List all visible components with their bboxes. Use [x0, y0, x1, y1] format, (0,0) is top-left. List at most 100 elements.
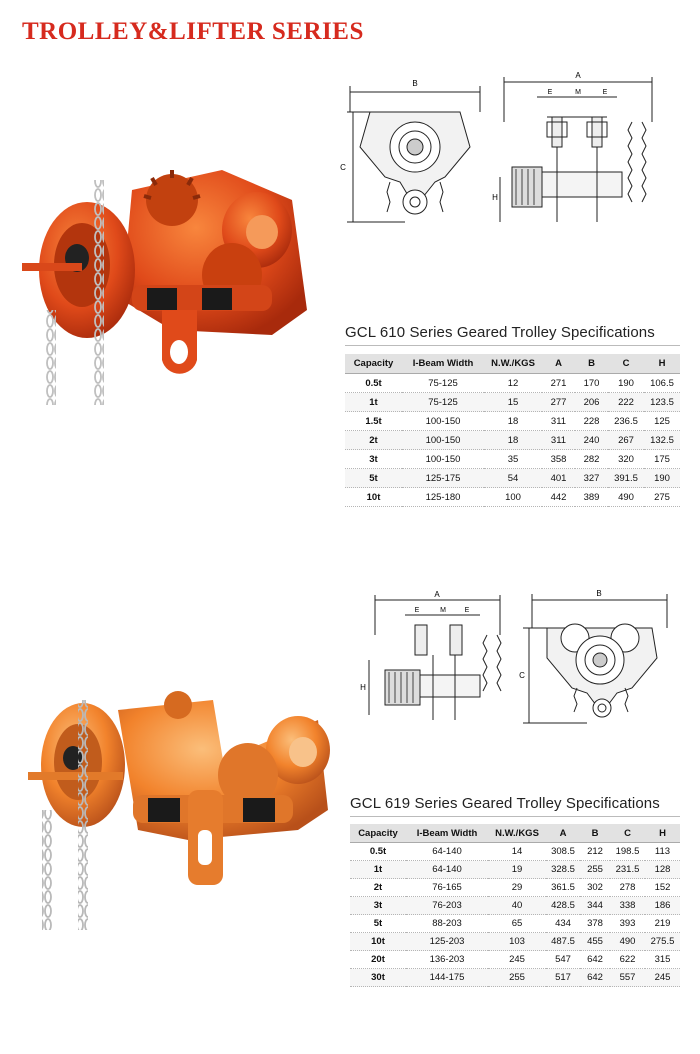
- column-header: B: [575, 354, 608, 374]
- gcl619-dim-b: B: [596, 589, 601, 598]
- table-cell: 100: [484, 487, 542, 507]
- table-cell: 0.5t: [345, 373, 402, 393]
- table-cell: 378: [580, 914, 610, 933]
- table-cell: 219: [645, 914, 680, 933]
- table-cell: 358: [542, 449, 575, 469]
- column-header: Capacity: [350, 824, 406, 843]
- table-cell: 10t: [345, 487, 402, 507]
- table-cell: 125-203: [406, 932, 488, 951]
- table-cell: 106.5: [644, 373, 680, 393]
- table-cell: 170: [575, 373, 608, 393]
- gcl610-dim-c: C: [340, 163, 346, 172]
- table-cell: 236.5: [608, 411, 644, 431]
- gcl610-dim-a: A: [575, 72, 581, 80]
- table-cell: 5t: [350, 914, 406, 933]
- table-cell: 75-125: [402, 373, 484, 393]
- table-cell: 393: [610, 914, 645, 933]
- table-cell: 557: [610, 968, 645, 987]
- table-cell: 125: [644, 411, 680, 431]
- table-cell: 113: [645, 842, 680, 861]
- column-header: H: [644, 354, 680, 374]
- table-cell: 186: [645, 896, 680, 915]
- table-cell: 125-180: [402, 487, 484, 507]
- gcl610-dim-e1: E: [548, 89, 553, 96]
- table-cell: 206: [575, 392, 608, 412]
- table-cell: 428.5: [546, 896, 580, 915]
- table-cell: 2t: [350, 878, 406, 897]
- table-cell: 152: [645, 878, 680, 897]
- table-cell: 3t: [345, 449, 402, 469]
- gcl610-title-rule: [345, 345, 680, 346]
- column-header: H: [645, 824, 680, 843]
- table-cell: 311: [542, 411, 575, 431]
- table-cell: 320: [608, 449, 644, 469]
- table-cell: 282: [575, 449, 608, 469]
- table-cell: 212: [580, 842, 610, 861]
- gcl619-dim-e2: E: [465, 607, 470, 614]
- column-header: B: [580, 824, 610, 843]
- table-cell: 311: [542, 430, 575, 450]
- gcl619-dim-a: A: [434, 590, 440, 599]
- table-cell: 1.5t: [345, 411, 402, 431]
- gcl619-title-rule: [350, 816, 680, 817]
- page-title: TROLLEY&LIFTER SERIES: [22, 18, 364, 45]
- table-cell: 302: [580, 878, 610, 897]
- table-cell: 15: [484, 392, 542, 412]
- table-cell: 132.5: [644, 430, 680, 450]
- gcl619-product-photo: [28, 691, 330, 930]
- gcl619-side-drawing: A E M E H: [360, 590, 502, 720]
- table-cell: 14: [488, 842, 546, 861]
- gcl619-dim-h: H: [360, 683, 366, 692]
- table-cell: 547: [546, 950, 580, 969]
- gcl610-dim-h: H: [492, 193, 498, 202]
- table-cell: 0.5t: [350, 842, 406, 861]
- table-cell: 65: [488, 914, 546, 933]
- table-cell: 442: [542, 487, 575, 507]
- table-cell: 275.5: [645, 932, 680, 951]
- table-cell: 136-203: [406, 950, 488, 969]
- column-header: C: [610, 824, 645, 843]
- table-cell: 35: [484, 449, 542, 469]
- table-cell: 123.5: [644, 392, 680, 412]
- table-cell: 487.5: [546, 932, 580, 951]
- table-cell: 190: [608, 373, 644, 393]
- table-cell: 255: [580, 860, 610, 879]
- table-cell: 255: [488, 968, 546, 987]
- gcl610-dim-e2: E: [603, 89, 608, 96]
- gcl619-dim-m: M: [440, 607, 446, 614]
- table-cell: 222: [608, 392, 644, 412]
- table-cell: 18: [484, 411, 542, 431]
- column-header: Capacity: [345, 354, 402, 374]
- table-cell: 240: [575, 430, 608, 450]
- table-cell: 144-175: [406, 968, 488, 987]
- table-cell: 275: [644, 487, 680, 507]
- table-cell: 642: [580, 968, 610, 987]
- table-cell: 100-150: [402, 430, 484, 450]
- table-cell: 308.5: [546, 842, 580, 861]
- table-cell: 54: [484, 468, 542, 488]
- table-cell: 100-150: [402, 449, 484, 469]
- table-cell: 30t: [350, 968, 406, 987]
- table-cell: 64-140: [406, 842, 488, 861]
- table-cell: 18: [484, 430, 542, 450]
- column-header: A: [546, 824, 580, 843]
- column-header: A: [542, 354, 575, 374]
- gcl619-spec-title: GCL 619 Series Geared Trolley Specificat…: [350, 795, 660, 812]
- gcl610-front-drawing: B C: [340, 79, 481, 223]
- table-cell: 622: [610, 950, 645, 969]
- table-cell: 198.5: [610, 842, 645, 861]
- table-cell: 20t: [350, 950, 406, 969]
- table-cell: 361.5: [546, 878, 580, 897]
